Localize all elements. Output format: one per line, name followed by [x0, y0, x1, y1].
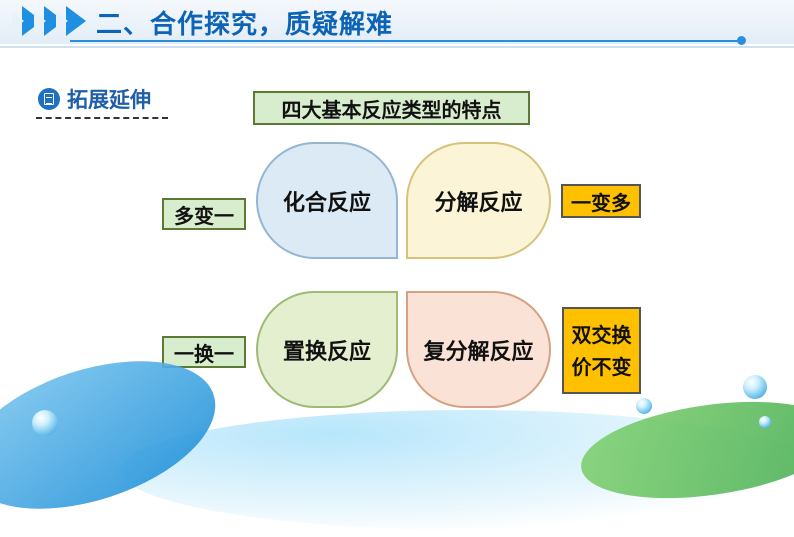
feature-label-combination: 多变一: [162, 198, 246, 230]
header-divider-dot: [737, 36, 746, 45]
header-bar: [0, 0, 794, 44]
header-bottom-line: [0, 46, 794, 48]
section-label: 拓展延伸: [67, 88, 151, 112]
petal-combination-reaction: 化合反应: [256, 142, 398, 259]
feature-line: 价不变: [571, 354, 632, 379]
petal-double-decomposition-reaction: 复分解反应: [406, 291, 551, 408]
feature-line: 双交换: [571, 322, 632, 347]
feature-label-double-decomposition: 双交换 价不变: [562, 307, 641, 394]
section-underline: [36, 117, 168, 119]
water-drop-icon: [759, 416, 771, 428]
feature-label-displacement: 一换一: [162, 336, 246, 368]
water-drop-icon: [636, 398, 652, 414]
petal-displacement-reaction: 置换反应: [256, 291, 398, 408]
chevron-right-icon: [56, 6, 86, 36]
feature-label-decomposition: 一变多: [561, 184, 641, 218]
topic-title-box: 四大基本反应类型的特点: [253, 91, 530, 125]
notepad-icon: [38, 88, 60, 110]
water-drop-icon: [743, 375, 767, 399]
header-divider: [70, 40, 740, 42]
petal-decomposition-reaction: 分解反应: [406, 142, 551, 259]
slide-title: 二、合作探究，质疑解难: [96, 10, 394, 40]
water-drop-icon: [32, 410, 58, 436]
